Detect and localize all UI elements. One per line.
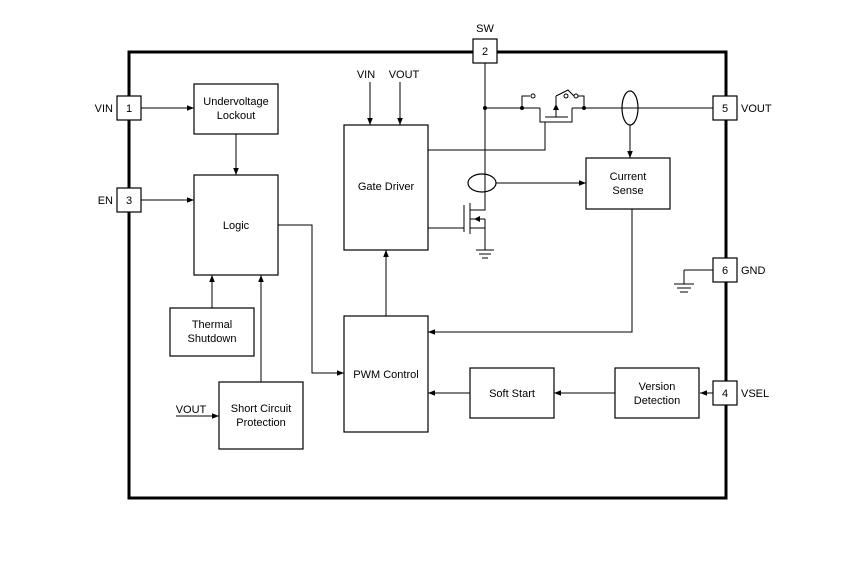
scp-label-line2: Protection: [236, 417, 286, 429]
soft-start-label: Soft Start: [489, 388, 535, 400]
current-sense-label-line1: Current: [610, 171, 647, 183]
pin-en-name: EN: [98, 195, 113, 207]
scp-label-line1: Short Circuit: [231, 403, 292, 415]
pin-vsel-name: VSEL: [741, 388, 769, 400]
pin-vout: 5 VOUT: [712, 95, 772, 121]
pin-gnd-number: 6: [722, 265, 728, 277]
sw-sense-loop-icon: [467, 173, 497, 193]
gate-vout-label: VOUT: [389, 69, 420, 81]
thermal-shutdown-block: Thermal Shutdown: [169, 307, 255, 357]
pin-en-number: 3: [126, 195, 132, 207]
pwm-control-block: PWM Control: [343, 315, 429, 433]
vout-sense-loop-icon: [621, 90, 639, 126]
version-label-line1: Version: [639, 381, 676, 393]
pin-sw: 2 SW: [472, 23, 498, 64]
logic-block: Logic: [193, 174, 279, 276]
uvlo-label-line2: Lockout: [217, 110, 256, 122]
current-sense-label-line2: Sense: [612, 185, 643, 197]
sw-node-dot: [483, 106, 487, 110]
pin-sw-number: 2: [482, 46, 488, 58]
pin-vout-name: VOUT: [741, 103, 772, 115]
version-label-line2: Detection: [634, 395, 680, 407]
pwm-control-label: PWM Control: [353, 369, 418, 381]
thermal-label-line2: Shutdown: [188, 333, 237, 345]
pin-sw-name: SW: [476, 23, 494, 35]
pin-gnd: 6 GND: [712, 257, 766, 283]
uvlo-label-line1: Undervoltage: [203, 96, 268, 108]
pin-vin-name: VIN: [95, 103, 113, 115]
current-sense-block: Current Sense: [585, 157, 671, 210]
pin-gnd-name: GND: [741, 265, 766, 277]
gate-vin-label: VIN: [357, 69, 375, 81]
undervoltage-lockout-block: Undervoltage Lockout: [193, 83, 279, 135]
high-side-mosfet-icon: [520, 89, 586, 126]
thermal-label-line1: Thermal: [192, 319, 232, 331]
wiring: [141, 63, 713, 419]
pin-vout-number: 5: [722, 103, 728, 115]
gate-driver-block: Gate Driver: [343, 124, 429, 251]
pin-vin: 1 VIN: [95, 95, 142, 121]
logic-label: Logic: [223, 220, 250, 232]
soft-start-block: Soft Start: [469, 367, 555, 419]
pin-vsel: 4 VSEL: [712, 380, 769, 406]
scp-vout-label: VOUT: [176, 404, 207, 416]
low-side-mosfet-icon: [463, 198, 494, 259]
pin-vsel-number: 4: [722, 388, 728, 400]
pin-vin-number: 1: [126, 103, 132, 115]
version-detection-block: Version Detection: [614, 367, 700, 419]
gate-driver-label: Gate Driver: [358, 181, 415, 193]
pin-en: 3 EN: [98, 187, 142, 213]
short-circuit-protection-block: Short Circuit Protection: [218, 381, 304, 450]
